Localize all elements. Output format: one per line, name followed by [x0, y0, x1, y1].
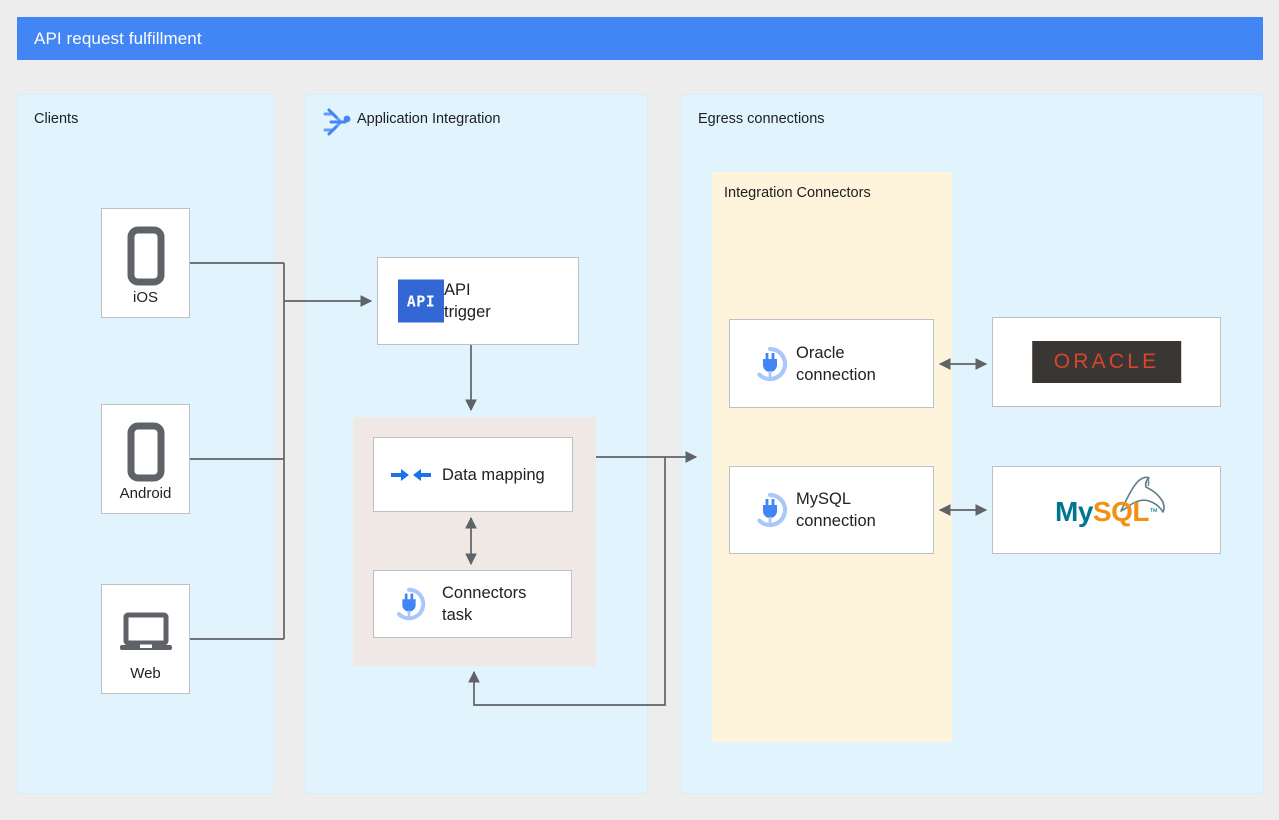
api-badge-text: API [406, 292, 436, 310]
node-client-android-label: Android [119, 485, 172, 502]
api-badge-icon: API [398, 279, 444, 323]
node-api-trigger[interactable]: API API trigger [377, 257, 579, 345]
mysql-logo-sql: SQL [1092, 495, 1150, 527]
diagram-title-bar: API request fulfillment [17, 17, 1263, 60]
node-oracle-connection[interactable]: Oracle connection [729, 319, 934, 408]
mysql-logo-my: My [1055, 495, 1093, 527]
node-data-mapping-label: Data mapping [442, 465, 545, 484]
mysql-logo-tm: ™ [1148, 506, 1158, 517]
node-data-mapping[interactable]: Data mapping [373, 437, 573, 512]
node-api-trigger-label: API trigger [444, 281, 491, 321]
laptop-icon [118, 611, 174, 655]
connector-plug-icon [750, 344, 790, 384]
node-mysql-connection-label: MySQL connection [796, 490, 876, 530]
panel-integration-connectors-title: Integration Connectors [724, 185, 871, 201]
connector-plug-icon [750, 490, 790, 530]
node-client-ios[interactable]: iOS [101, 208, 190, 318]
node-client-web-label: Web [130, 665, 161, 682]
node-connectors-task-label: Connectors task [442, 584, 527, 624]
node-connectors-task[interactable]: Connectors task [373, 570, 572, 638]
node-client-android[interactable]: Android [101, 404, 190, 514]
node-mysql-database[interactable]: MySQL™ [992, 466, 1221, 554]
phone-icon [124, 226, 168, 286]
connector-plug-icon [390, 585, 428, 623]
mysql-dolphin-icon [1115, 473, 1171, 519]
node-oracle-connection-label: Oracle connection [796, 343, 876, 384]
node-client-web[interactable]: Web [101, 584, 190, 694]
node-oracle-database[interactable]: ORACLE [992, 317, 1221, 407]
page-title: API request fulfillment [34, 29, 202, 48]
data-mapping-icon [390, 462, 432, 488]
panel-application-integration-title: Application Integration [357, 111, 501, 127]
mysql-logo: MySQL™ [1055, 496, 1158, 528]
panel-integration-connectors: Integration Connectors [712, 172, 952, 742]
phone-icon [124, 422, 168, 482]
application-integration-icon [320, 105, 354, 139]
panel-egress-title: Egress connections [698, 111, 825, 127]
oracle-logo-text: ORACLE [1053, 350, 1160, 373]
oracle-logo: ORACLE [1031, 341, 1182, 383]
panel-clients-title: Clients [34, 111, 79, 127]
node-client-ios-label: iOS [132, 289, 158, 306]
node-mysql-connection[interactable]: MySQL connection [729, 466, 934, 554]
